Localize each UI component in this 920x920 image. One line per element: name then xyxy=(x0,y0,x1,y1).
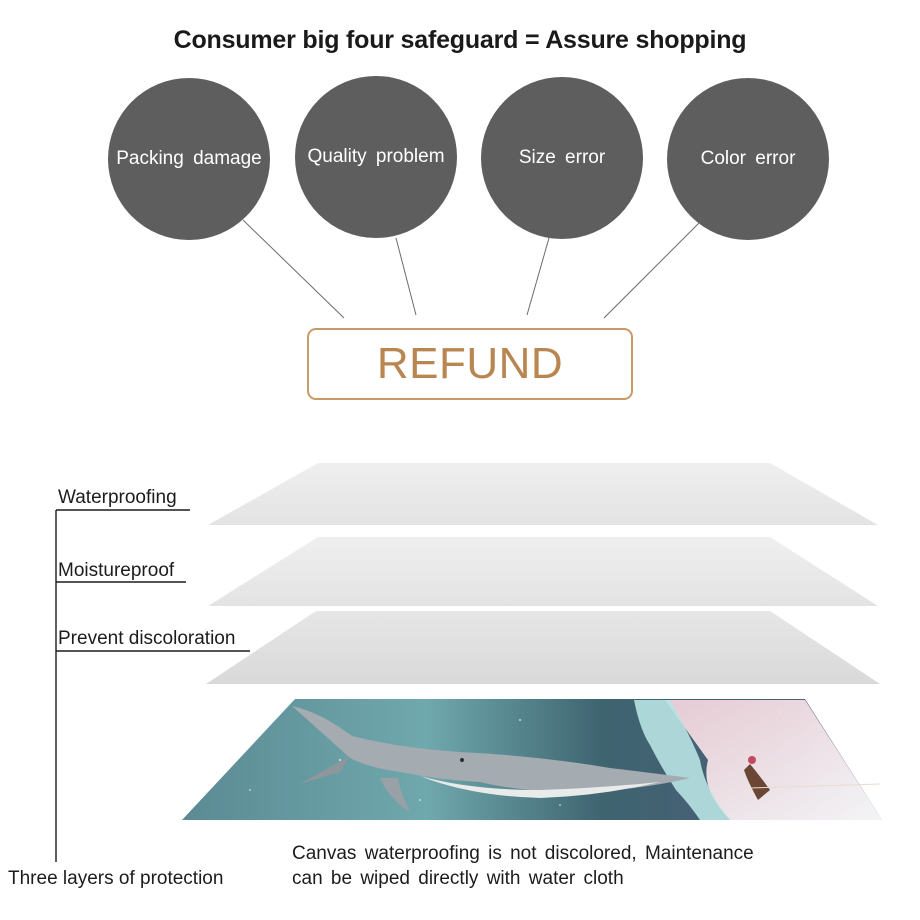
headline: Consumer big four safeguard = Assure sho… xyxy=(173,26,747,54)
layer-moistureproof xyxy=(208,537,878,606)
caption: Canvas waterproofing is not discolored, … xyxy=(292,841,754,891)
layer-label-prevent-discoloration: Prevent discoloration xyxy=(58,628,236,649)
guarantee-label: Color error xyxy=(700,148,796,169)
connector-line xyxy=(603,221,701,319)
layer-prevent-discoloration xyxy=(206,611,880,684)
guarantee-size-error: Size error xyxy=(481,77,643,239)
connector-line xyxy=(242,219,345,319)
connector-line xyxy=(526,237,550,316)
guarantee-label: Size error xyxy=(518,147,606,168)
guarantee-color-error: Color error xyxy=(667,78,829,240)
bracket-label: Three layers of protection xyxy=(8,868,224,889)
layer-bracket xyxy=(55,509,250,862)
caption-line-2: can be wiped directly with water cloth xyxy=(292,868,624,889)
guarantee-packing-damage: Packing damage xyxy=(108,78,270,240)
refund-banner: REFUND xyxy=(307,328,633,400)
caption-line-1: Canvas waterproofing is not discolored, … xyxy=(292,843,754,864)
layer-label-moistureproof: Moistureproof xyxy=(58,560,175,581)
connector-lines xyxy=(242,219,701,319)
connector-line xyxy=(395,237,417,316)
whale-canvas-painting-icon xyxy=(182,699,882,820)
refund-label: REFUND xyxy=(376,339,564,388)
guarantee-quality-problem: Quality problem xyxy=(295,76,457,238)
layer-waterproofing xyxy=(208,463,878,525)
guarantee-label: Packing damage xyxy=(116,148,262,169)
layer-label-waterproofing: Waterproofing xyxy=(58,487,177,508)
guarantee-label: Quality problem xyxy=(307,146,445,167)
